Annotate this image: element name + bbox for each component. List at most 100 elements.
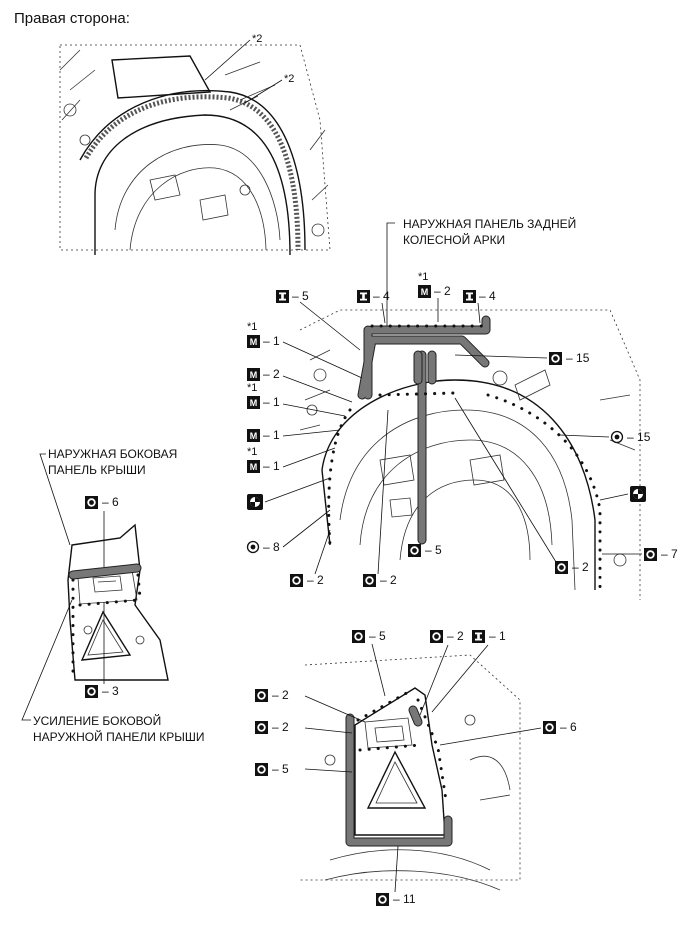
svg-text:*1: *1 [418,271,428,283]
svg-text:– 3: – 3 [102,684,119,698]
left-view-reinforcement [67,523,169,681]
bottom-leader-o5-top [371,643,386,697]
svg-text:– 15: – 15 [566,351,590,365]
bottom-leader-o2-top [419,644,449,716]
svg-text:– 5: – 5 [369,629,386,643]
svg-text:– 1: – 1 [263,459,280,473]
main-leader-i4-right [477,302,481,324]
bottom-callout-o5-left: – 5 [254,762,289,777]
main-leader-m1-d [282,447,336,468]
svg-text:– 1: – 1 [263,334,280,348]
main-leader-sealer-left [264,477,331,503]
main-leader-i4-left [381,302,386,324]
bottom-leader-o6 [439,727,542,746]
svg-text:– 2: – 2 [447,629,464,643]
main-leader-m2-left [282,375,353,403]
main-callout-m1-c: – 1 [247,428,280,442]
bottom-leader-o2-a [304,695,366,723]
main-leader-o2-b [377,409,389,575]
svg-text:– 2: – 2 [307,573,324,587]
main-title-line1: НАРУЖНАЯ ПАНЕЛЬ ЗАДНЕЙ [403,216,576,231]
main-callout-o15-b: – 15 [610,430,651,444]
main-leader-o15-b [559,434,610,438]
main-callout-o2-b: – 2 [362,573,397,588]
main-leader-o2-a [314,529,331,575]
left-callout-o6: – 6 [84,495,119,510]
main-leader-o15-a [454,354,548,359]
svg-text:– 11: – 11 [393,892,416,906]
svg-text:– 1: – 1 [263,395,280,409]
bottom-view-reinforcement [300,654,521,891]
main-leader-m1-b [282,403,346,417]
main-leader-i5 [299,301,361,351]
svg-text:*1: *1 [247,382,257,394]
left-title-leader [39,453,71,546]
bottom-leader-o11 [394,845,399,893]
bottom-callout-o2-a: – 2 [254,688,289,703]
main-callout-m2-top: *1 – 2 [418,271,451,298]
main-callout-o7: – 7 [643,547,678,562]
bottom-leader-o5-left [304,768,353,773]
svg-text:– 2: – 2 [263,367,280,381]
svg-text:– 1: – 1 [489,629,506,643]
svg-text:– 4: – 4 [479,289,496,303]
left-title-line2: ПАНЕЛЬ КРЫШИ [48,463,146,477]
left-callout-o3: – 3 [84,684,119,699]
bottom-callout-o2-top: – 2 [429,629,464,644]
bottom-callout-o11: – 11 [375,892,416,907]
svg-text:– 2: – 2 [272,688,289,702]
main-title-leader [386,222,395,330]
bottom-callout-i1: – 1 [472,629,506,643]
top-callout-1: *2 [252,33,262,45]
main-callout-i4-left: – 4 [357,289,390,303]
main-callout-o5: – 5 [407,543,442,558]
main-leader-m1-a [282,341,363,379]
svg-text:– 2: – 2 [434,284,451,298]
main-title-line2: КОЛЕСНОЙ АРКИ [403,232,505,247]
main-callout-i4-right: – 4 [463,289,496,303]
left-title-line1: НАРУЖНАЯ БОКОВАЯ [48,447,177,461]
top-callout-2: *2 [284,73,294,85]
svg-text:*1: *1 [247,446,257,458]
main-callout-m2-left: – 2 [247,367,280,381]
top-callout-1-leader [204,39,251,81]
svg-text:– 5: – 5 [425,543,442,557]
bottom-callout-o2-b: – 2 [254,720,289,735]
main-callout-m1-b: *1 – 1 [247,382,280,409]
main-callout-m1-a: *1 – 1 [247,321,280,348]
top-callout-2-leader [244,79,283,104]
bottom-leader-i1 [431,644,489,713]
svg-text:– 6: – 6 [102,495,119,509]
top-view-wheel-arch [59,44,331,256]
main-leader-o2-c [454,397,557,563]
bottom-callout-o5-top: – 5 [351,629,386,644]
bottom-leader-o2-b [304,727,353,734]
svg-text:– 2: – 2 [380,573,397,587]
svg-text:– 2: – 2 [572,560,589,574]
svg-text:– 6: – 6 [560,720,577,734]
main-leader-o8 [282,509,331,548]
svg-text:– 2: – 2 [272,720,289,734]
svg-text:– 4: – 4 [373,289,390,303]
bottom-callout-o6: – 6 [542,720,577,735]
page-heading: Правая сторона: [14,10,130,27]
main-callout-m1-d: *1 – 1 [247,446,280,473]
svg-text:– 15: – 15 [627,430,651,444]
svg-text:– 7: – 7 [661,547,678,561]
main-sealer-icon-left [247,494,263,510]
left-bottom-leader [21,599,73,721]
main-leader-m1-c [282,429,341,437]
svg-text:– 1: – 1 [263,428,280,442]
main-leader-sealer-right [599,493,629,501]
left-bottom-line1: УСИЛЕНИЕ БОКОВОЙ [33,713,161,728]
main-callout-o2-c: – 2 [554,560,589,575]
main-callout-o15-a: – 15 [548,351,590,366]
left-bottom-line2: НАРУЖНОЙ ПАНЕЛИ КРЫШИ [33,729,204,744]
main-sealer-icon-right [630,486,646,502]
main-callout-i5: – 5 [276,289,309,303]
svg-text:*1: *1 [247,321,257,333]
main-callout-o2-a: – 2 [289,573,324,588]
svg-text:– 5: – 5 [292,289,309,303]
svg-text:– 5: – 5 [272,762,289,776]
